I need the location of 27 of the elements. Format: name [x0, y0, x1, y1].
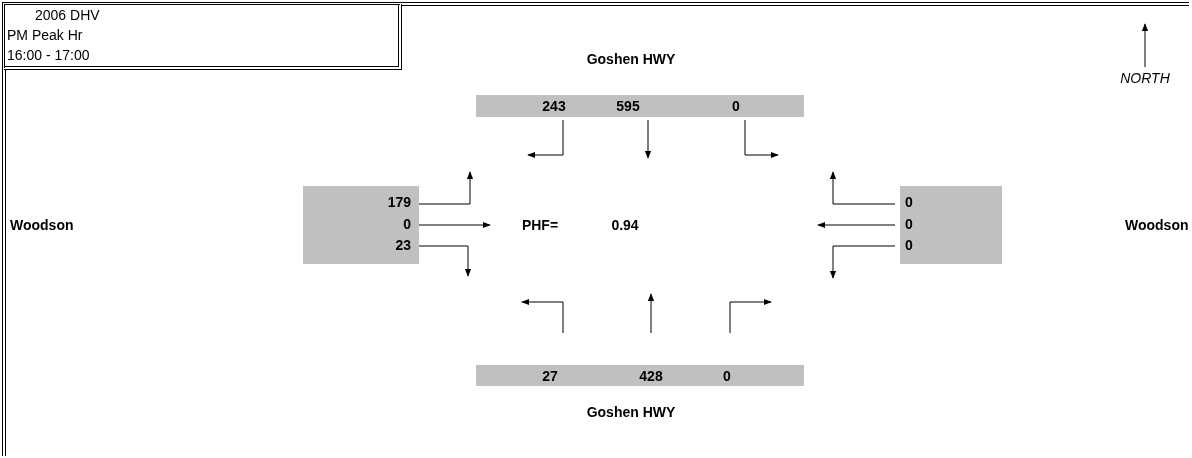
phf-label: PHF= [521, 217, 559, 233]
street-name: Woodson [10, 217, 74, 233]
volume-panel [476, 95, 804, 117]
volume-count: 27 [542, 368, 558, 384]
volume-count: 179 [387, 194, 411, 210]
volume-count: 23 [395, 237, 411, 253]
phf-value: 0.94 [611, 217, 639, 233]
volume-panel [303, 186, 419, 264]
volume-count: 0 [905, 237, 913, 253]
volume-count: 428 [639, 368, 663, 384]
volume-count: 0 [403, 216, 411, 232]
volume-count: 0 [905, 194, 913, 210]
period-label: PM Peak Hr [7, 27, 83, 43]
north-label: NORTH [1120, 70, 1170, 86]
volume-count: 0 [723, 368, 731, 384]
time-range: 16:00 - 17:00 [7, 47, 90, 63]
volume-count: 243 [542, 98, 566, 114]
volume-panel [476, 365, 804, 386]
volume-count: 0 [905, 216, 913, 232]
street-name: Woodson [1125, 217, 1189, 233]
title-box [4, 4, 402, 70]
table-title: 2006 DHV [35, 7, 100, 23]
street-name: Goshen HWY [586, 51, 676, 67]
volume-panel [900, 186, 1002, 264]
street-name: Goshen HWY [586, 404, 676, 420]
volume-count: 595 [616, 98, 640, 114]
volume-count: 0 [732, 98, 740, 114]
